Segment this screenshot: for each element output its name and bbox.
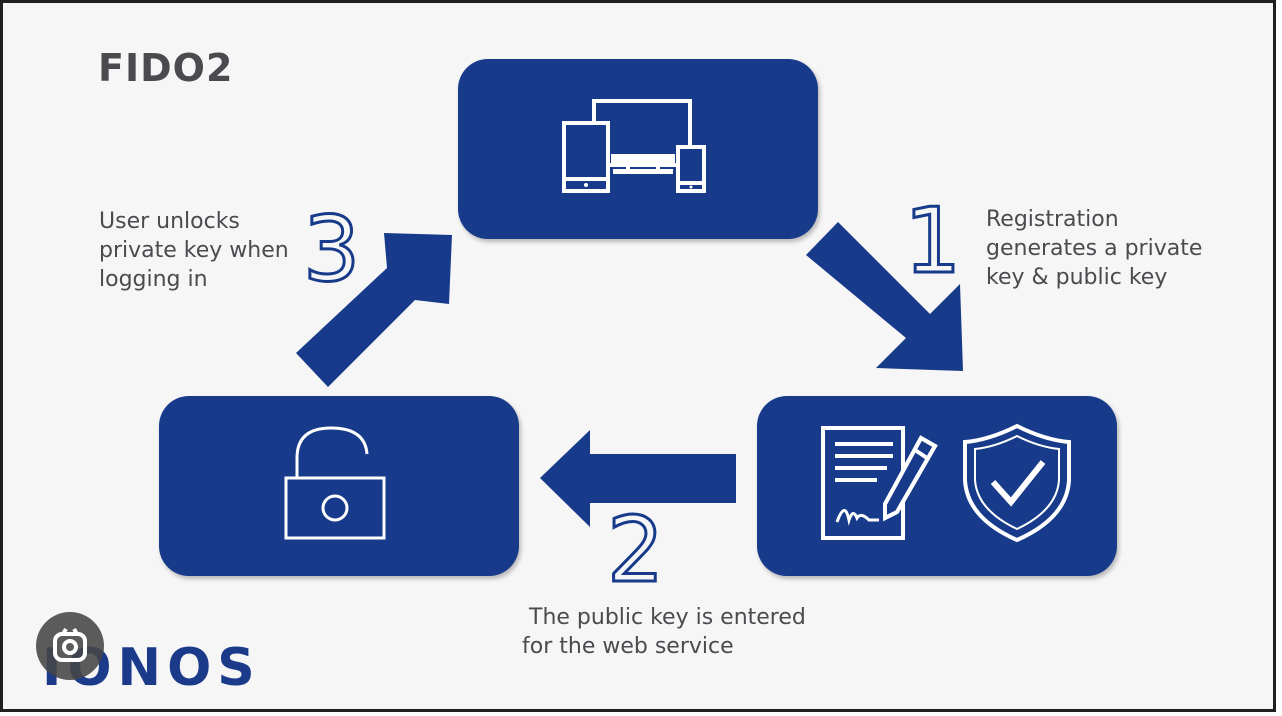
caption-line: Registration	[986, 207, 1119, 232]
step-3-caption: User unlocks private key when logging in	[99, 207, 289, 294]
devices-icon	[562, 99, 706, 193]
caption-line: User unlocks	[99, 209, 240, 234]
slide-title: FIDO2	[98, 46, 234, 90]
arrow-step-3	[296, 233, 452, 387]
caption-line: logging in	[99, 267, 208, 292]
step-number-2: 2	[605, 498, 665, 603]
caption-line: The public key is entered	[529, 605, 806, 630]
step-number-1: 1	[902, 189, 962, 294]
arrow-step-1	[806, 222, 963, 371]
caption-line: for the web service	[522, 634, 734, 659]
box-login	[159, 396, 519, 576]
caption-line: private key when	[99, 238, 289, 263]
caption-line: generates a private	[986, 236, 1203, 261]
step-1-caption: Registration generates a private key & p…	[986, 205, 1202, 292]
caption-line: key & public key	[986, 265, 1168, 290]
brand-logo: IONOS	[36, 612, 255, 698]
signed-document-icon	[821, 426, 938, 540]
lens-icon	[53, 627, 87, 662]
unlocked-padlock-icon	[284, 426, 386, 540]
arrow-step-2	[540, 430, 736, 527]
step-number-3: 3	[301, 197, 361, 302]
box-registration	[757, 396, 1117, 576]
step-2-caption: The public key is entered for the web se…	[522, 603, 806, 661]
box-devices	[458, 59, 818, 239]
shield-check-icon	[963, 423, 1071, 543]
lens-badge[interactable]	[36, 612, 104, 680]
